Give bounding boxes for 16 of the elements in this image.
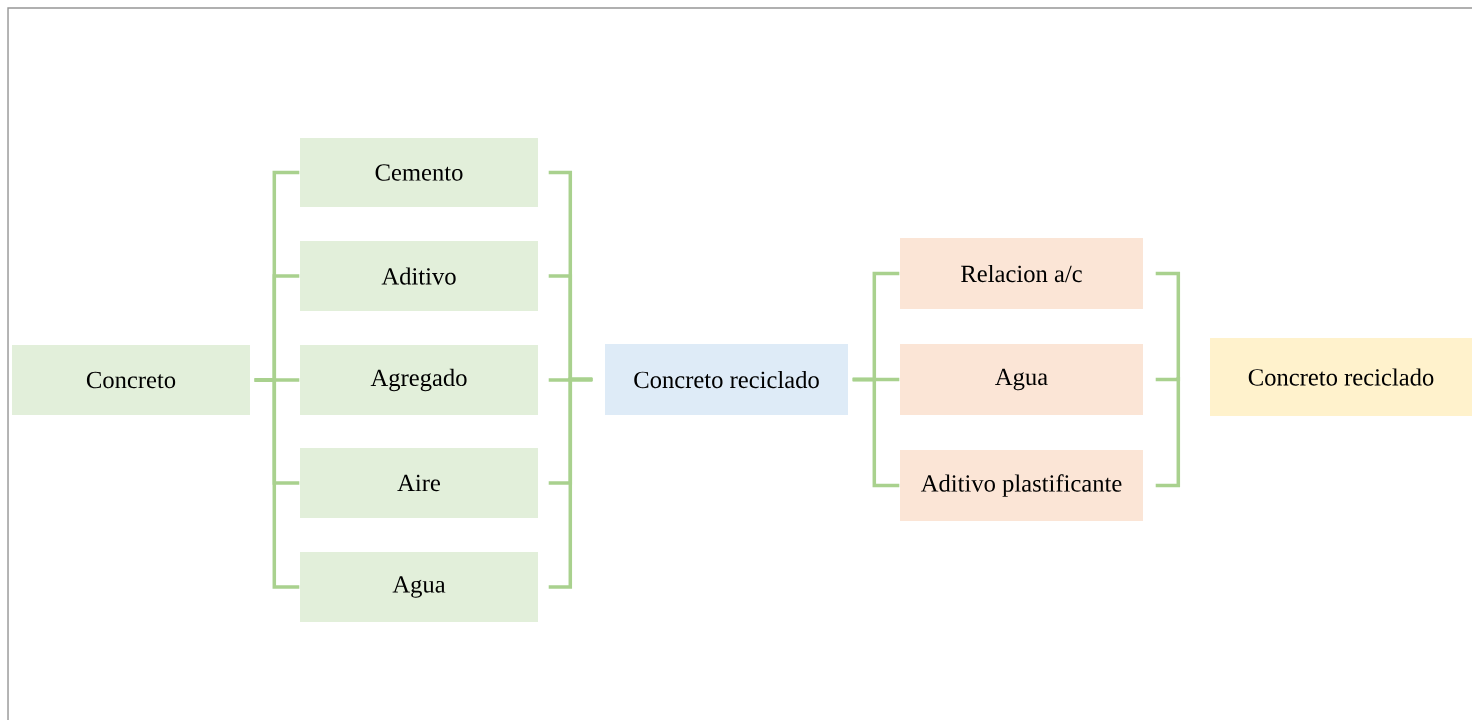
process-box: Aditivo: [300, 241, 538, 311]
process-box: Concreto reciclado: [1210, 338, 1472, 416]
connector-line: [1155, 271, 1181, 377]
process-box: Aditivo plastificante: [900, 450, 1143, 521]
connector-line: [852, 377, 900, 488]
process-box: Aire: [300, 448, 538, 518]
process-box: Relacion a/c: [900, 238, 1143, 309]
process-box: Agua: [300, 552, 538, 622]
process-box: Concreto reciclado: [605, 344, 848, 415]
connector-line: [548, 377, 593, 589]
connector-line: [254, 378, 300, 589]
process-box: Cemento: [300, 138, 538, 207]
process-box: Concreto: [12, 345, 250, 415]
connector-line: [1155, 377, 1181, 488]
process-box: Agregado: [300, 345, 538, 415]
process-box: Agua: [900, 344, 1143, 415]
